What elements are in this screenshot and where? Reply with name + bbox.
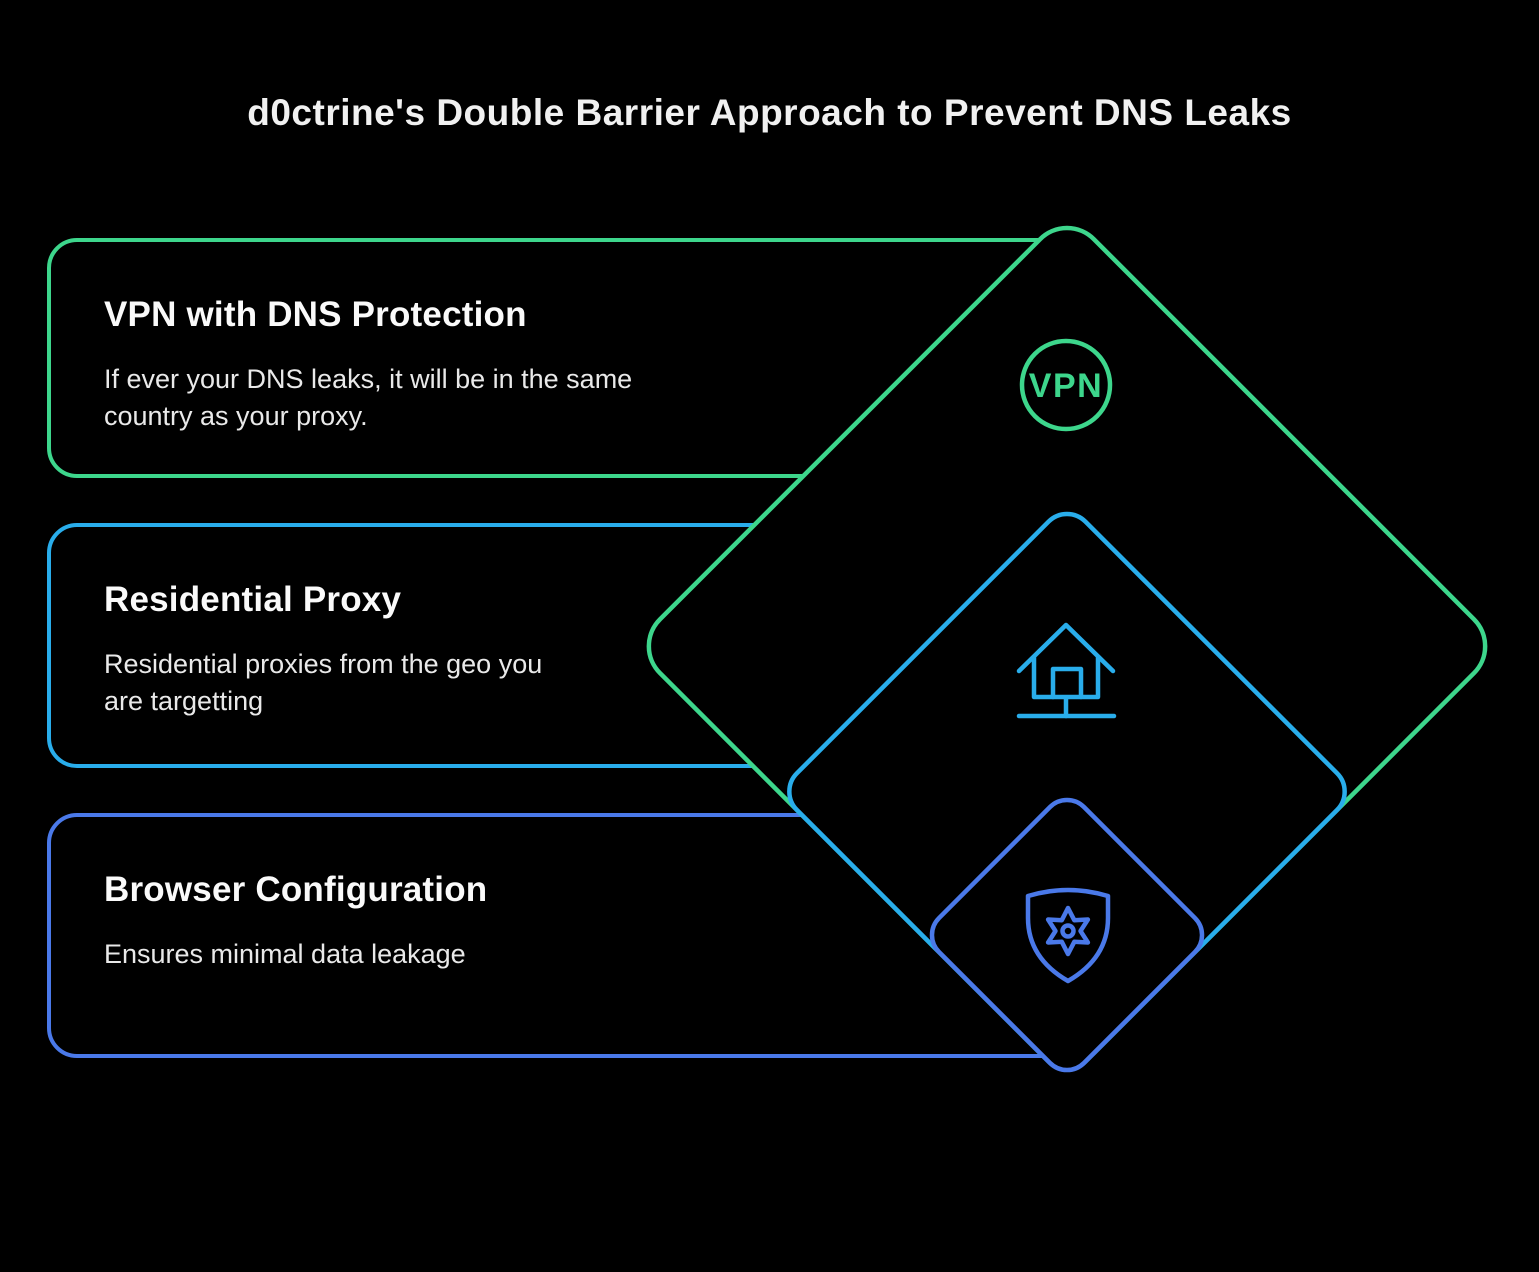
card-residential-proxy: Residential Proxy Residential proxies fr… [47,523,1072,768]
card-browser-title: Browser Configuration [104,870,488,909]
card-proxy-body: Residential proxies from the geo you are… [104,649,543,716]
card-vpn-body: If ever your DNS leaks, it will be in th… [104,364,633,431]
page-title: d0ctrine's Double Barrier Approach to Pr… [247,92,1292,133]
card-vpn-title: VPN with DNS Protection [104,295,527,334]
card-browser-body: Ensures minimal data leakage [104,939,466,969]
card-proxy-title: Residential Proxy [104,580,402,619]
card-vpn-dns-protection: VPN with DNS Protection If ever your DNS… [47,238,1072,478]
card-browser-configuration: Browser Configuration Ensures minimal da… [47,813,1072,1058]
